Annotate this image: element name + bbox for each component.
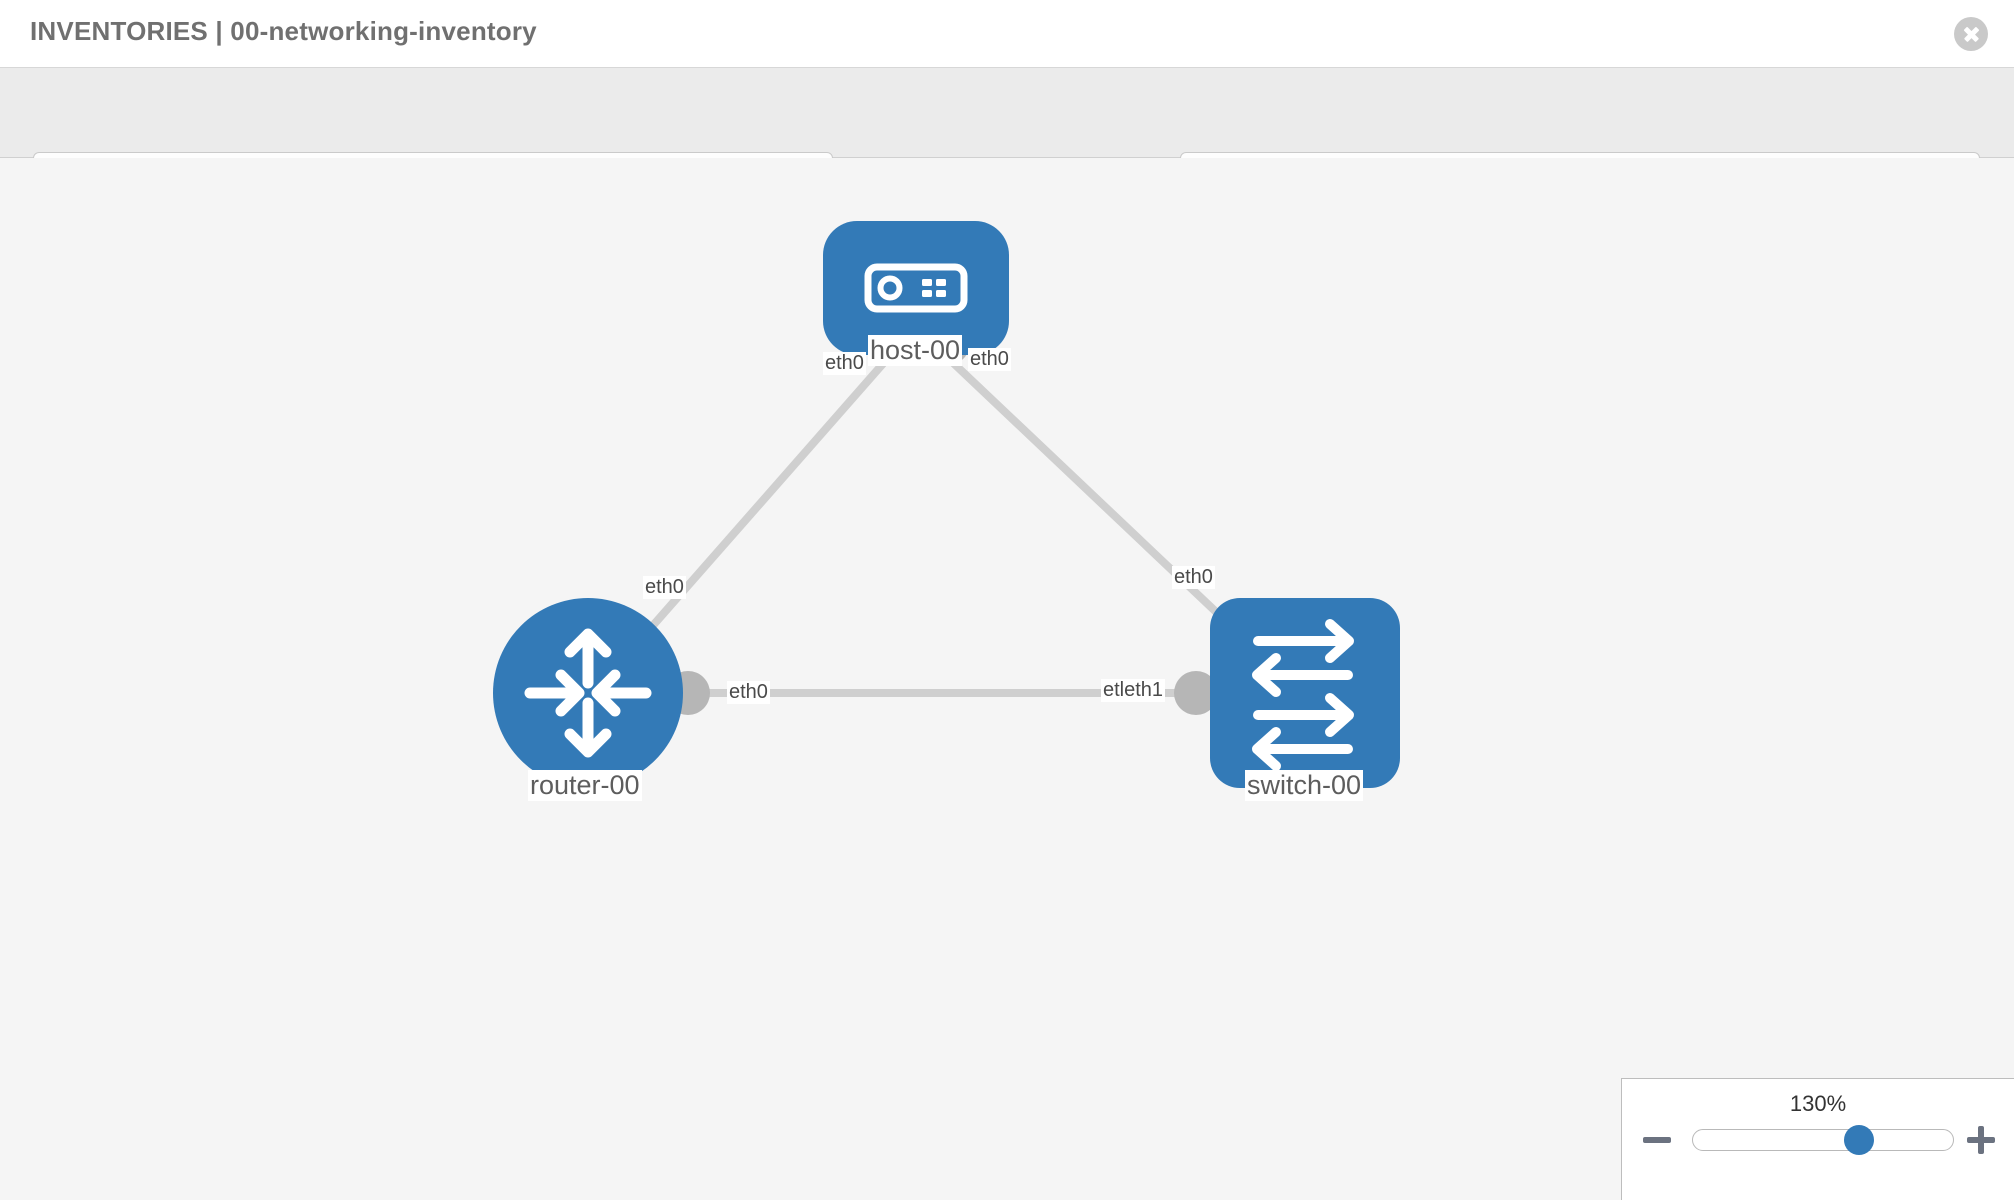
link-host-router <box>616 354 892 667</box>
page-title: INVENTORIES | 00-networking-inventory <box>30 16 537 46</box>
link-label-host-left-eth0: eth0 <box>823 352 866 375</box>
link-label-router-upper-eth0: eth0 <box>643 576 686 599</box>
node-switch-00 <box>1210 598 1400 788</box>
node-label-host-00: host-00 <box>868 335 963 367</box>
toolbar: ACTIONS SEARCH <box>0 68 2014 204</box>
topology-canvas[interactable]: host-00 router-00 switch-00 eth0 eth0 et… <box>0 158 2014 1200</box>
close-icon[interactable] <box>1954 17 1988 51</box>
connector-switch-left <box>1174 671 1218 715</box>
zoom-out-button[interactable] <box>1640 1123 1674 1157</box>
zoom-control-panel: 130% <box>1621 1078 2014 1200</box>
link-label-switch-upper-eth0: eth0 <box>1172 566 1215 589</box>
zoom-level-label: 130% <box>1789 1091 1847 1116</box>
page-header: INVENTORIES | 00-networking-inventory <box>0 0 2014 68</box>
topology-graph[interactable] <box>0 158 2014 1200</box>
node-host-00 <box>823 221 1009 355</box>
link-label-router-right-eth0: eth0 <box>727 681 770 704</box>
node-label-router-00: router-00 <box>528 770 642 802</box>
node-label-switch-00: switch-00 <box>1245 770 1364 802</box>
connector-layer <box>598 321 1254 715</box>
link-label-switch-left-eth1: etleth1 <box>1101 679 1166 702</box>
link-layer <box>616 354 1274 697</box>
zoom-slider-track[interactable] <box>1692 1129 1954 1151</box>
zoom-in-button[interactable] <box>1964 1123 1998 1157</box>
node-router-00 <box>493 598 683 788</box>
zoom-slider-thumb[interactable] <box>1844 1125 1874 1155</box>
link-label-host-right-eth0: eth0 <box>968 348 1011 371</box>
